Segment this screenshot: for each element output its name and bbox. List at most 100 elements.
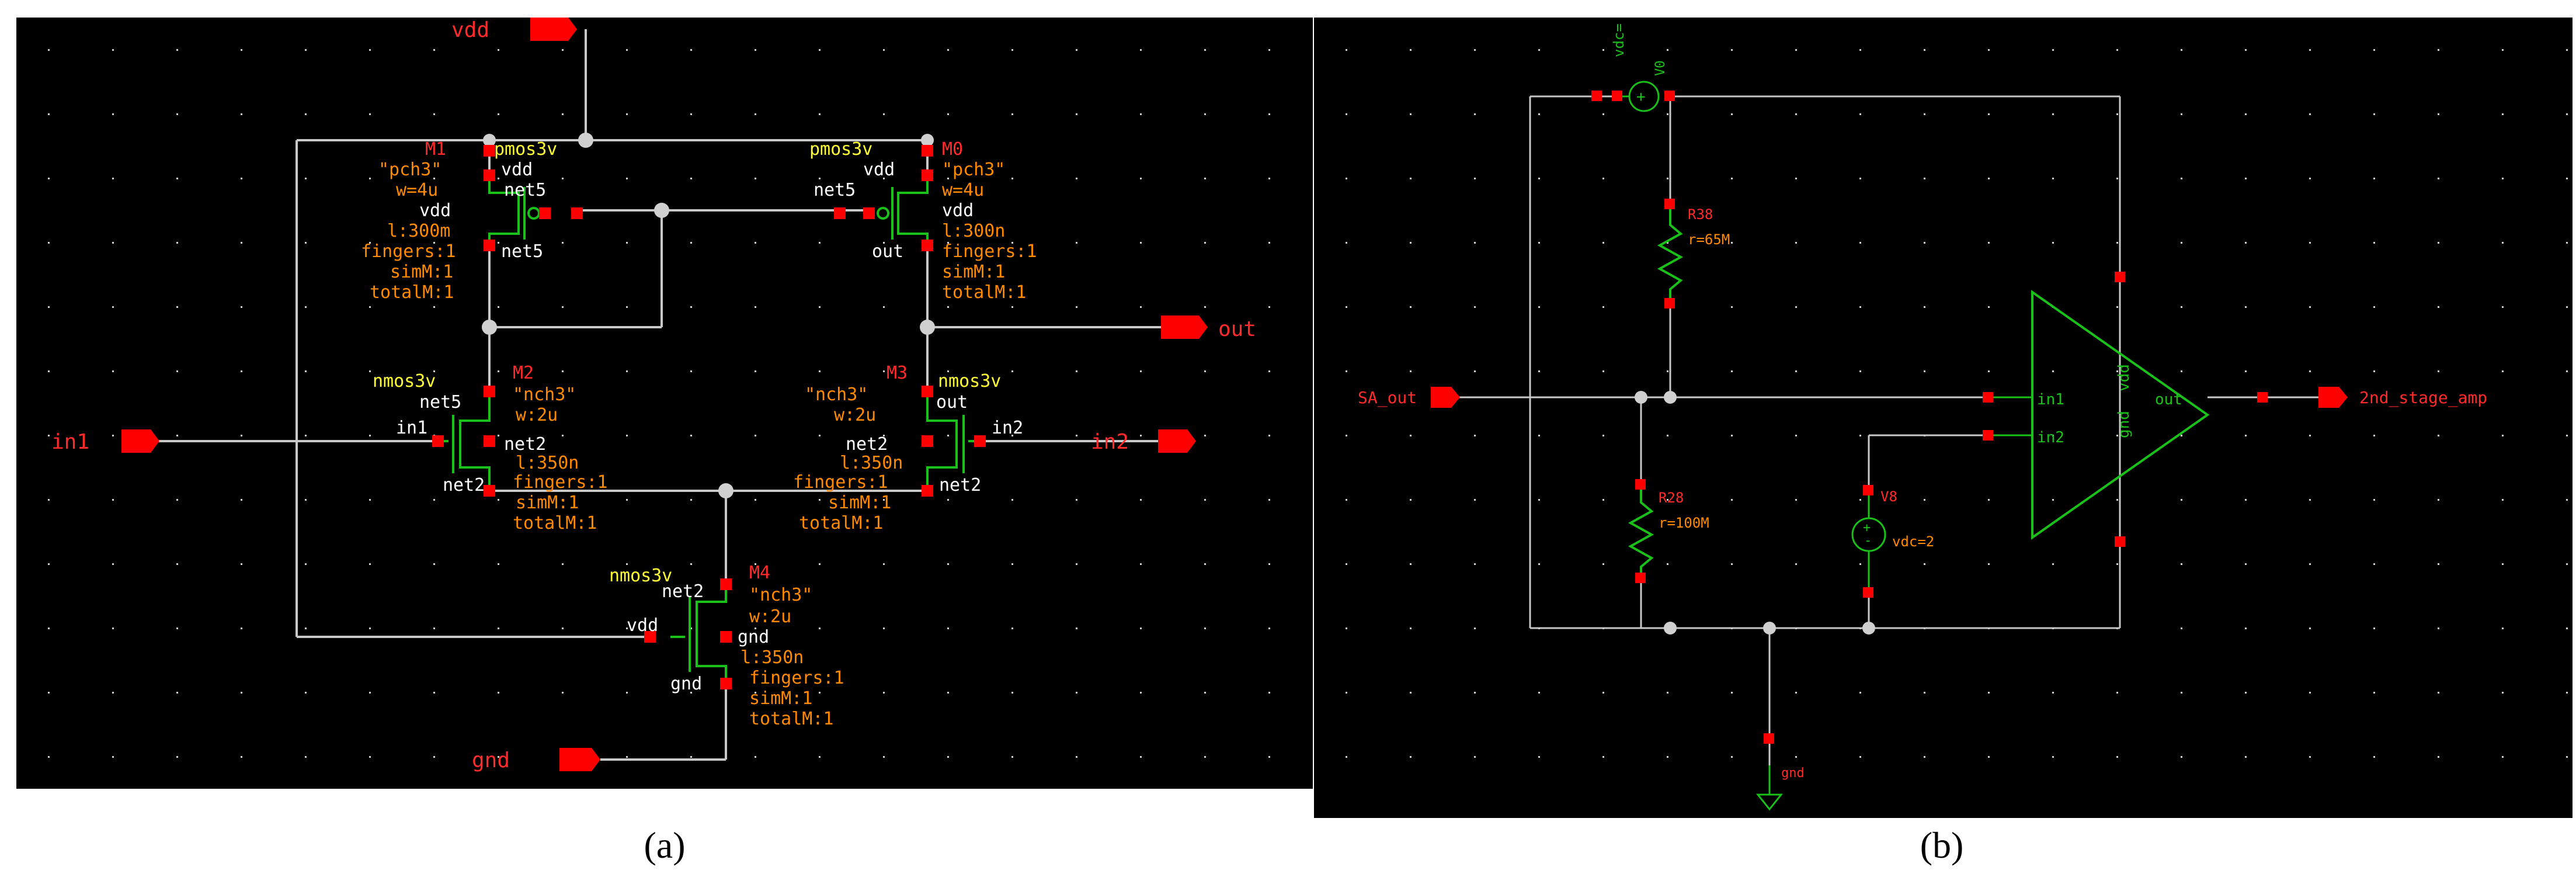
- terminals-b: [1591, 91, 2268, 744]
- top-voltage-source: + vdc= V0: [1611, 23, 1668, 112]
- param-simm: simM:1: [390, 262, 453, 282]
- param-fingers: fingers:1: [749, 668, 844, 688]
- sa-out-pin-label: SA_out: [1358, 388, 1417, 408]
- vdd-pin-label: vdd: [451, 18, 489, 42]
- resistor-value: r=65M: [1688, 231, 1730, 248]
- param-totalm: totalM:1: [942, 282, 1027, 303]
- instance-name: R38: [1688, 206, 1713, 223]
- cell-name: "nch3": [513, 384, 576, 405]
- cell-name: "nch3": [749, 585, 812, 605]
- model-name: nmos3v: [938, 371, 1001, 391]
- net-label: vdd: [863, 160, 895, 180]
- sa-out-pin: SA_out: [1358, 387, 1460, 408]
- instance-name: M1: [425, 139, 446, 160]
- amp-pin-label: out: [2155, 391, 2182, 408]
- instance-name: V0: [1653, 61, 1668, 77]
- instance-name: M2: [513, 363, 534, 383]
- caption-a: (a): [644, 824, 686, 866]
- terminals-a: [432, 145, 986, 689]
- param-w: w:2u: [516, 405, 558, 425]
- cell-name: "pch3": [378, 160, 441, 180]
- schematic-b: + vdc= V0 R38 r=65M R28 r=100M + - V8 vd…: [1314, 18, 2572, 818]
- caption-b: (b): [1920, 824, 1964, 866]
- net-label: gnd: [738, 627, 769, 647]
- in2-pin-label: in2: [1091, 430, 1129, 454]
- net-label: net5: [419, 392, 461, 412]
- svg-text:+: +: [1863, 521, 1871, 535]
- svg-text:+: +: [1636, 88, 1646, 106]
- param-totalm: totalM:1: [513, 513, 597, 533]
- net-label: net2: [939, 475, 981, 495]
- net-label: vdd: [627, 615, 658, 636]
- param-l: l:350n: [516, 453, 579, 473]
- cell-name: "pch3": [942, 160, 1005, 180]
- resistor-symbols: [1628, 204, 1684, 578]
- model-name: pmos3v: [494, 139, 557, 160]
- stage2-pin-label: 2nd_stage_amp: [2359, 388, 2487, 408]
- m2-annotation: nmos3v M2 "nch3" w:2u l:350n fingers:1 s…: [373, 363, 608, 533]
- m0-annotation: pmos3v M0 vdd "pch3" w=4u vdd l:300n fin…: [809, 139, 1037, 303]
- param-l: l:300m: [387, 221, 450, 241]
- source-label: vdc=: [1611, 23, 1627, 57]
- param-l: l:350n: [840, 453, 903, 473]
- amplifier-symbol: in1 in2 out gnd vdd: [1986, 290, 2210, 540]
- out-pin-label: out: [1218, 317, 1256, 341]
- param-fingers: fingers:1: [793, 472, 888, 493]
- param-l: l:350n: [741, 647, 804, 668]
- param-l: l:300n: [942, 221, 1005, 241]
- net-label: in2: [992, 418, 1023, 438]
- net-label: net5: [814, 180, 856, 200]
- param-fingers: fingers:1: [513, 472, 608, 493]
- param-w: w:2u: [749, 606, 791, 627]
- net-label: vdd: [419, 200, 451, 221]
- stage2-pin: 2nd_stage_amp: [2318, 387, 2487, 408]
- net-label: net5: [501, 241, 543, 262]
- param-simm: simM:1: [942, 262, 1005, 282]
- param-fingers: fingers:1: [942, 241, 1037, 262]
- instance-name: M3: [887, 363, 908, 383]
- svg-text:-: -: [1864, 533, 1872, 548]
- amp-pin-label: vdd: [2115, 364, 2133, 391]
- param-totalm: totalM:1: [749, 709, 834, 729]
- instance-name: R28: [1659, 490, 1684, 506]
- instance-name: M0: [942, 139, 963, 160]
- junction-dots-a: [482, 133, 935, 498]
- param-simm: simM:1: [516, 493, 579, 513]
- net-label: in1: [396, 418, 427, 438]
- net-label: vdd: [942, 200, 974, 221]
- net-label: net2: [846, 434, 888, 455]
- gnd-pin-label: gnd: [472, 748, 510, 772]
- vdd-pin: vdd: [451, 18, 577, 42]
- wires-a: [151, 29, 1161, 761]
- param-simm: simM:1: [749, 688, 812, 709]
- model-name: nmos3v: [373, 371, 436, 391]
- in1-pin: in1: [51, 429, 159, 454]
- net-labels-a: net5 net5 net5 out net5 in1 net2 net2 ou…: [396, 180, 1023, 694]
- ground-symbol: gnd: [1755, 765, 1805, 811]
- amp-pin-label: in1: [2037, 391, 2064, 408]
- in2-pin: in2: [1091, 429, 1196, 454]
- cell-name: "nch3": [805, 384, 868, 405]
- net-label: out: [936, 392, 968, 412]
- net-label: vdd: [501, 160, 533, 180]
- schematic-a: vdd out in1 in2 gnd net5 net5 net5 out n…: [16, 18, 1313, 789]
- out-pin: out: [1161, 316, 1256, 341]
- m1-annotation: M1 pmos3v "pch3" vdd w=4u vdd l:300m fin…: [361, 139, 557, 303]
- model-name: pmos3v: [809, 139, 872, 160]
- param-w: w=4u: [396, 180, 438, 200]
- net-label: net2: [443, 475, 485, 495]
- net-label: gnd: [670, 674, 702, 694]
- instance-name: V8: [1880, 488, 1897, 505]
- instance-name: M4: [749, 563, 770, 583]
- model-name: nmos3v: [609, 566, 672, 586]
- net-label: net2: [504, 434, 546, 455]
- param-w: w:2u: [834, 405, 876, 425]
- param-fingers: fingers:1: [361, 241, 456, 262]
- net-label: out: [872, 241, 903, 262]
- m3-annotation: M3 nmos3v "nch3" w:2u l:350n fingers:1 s…: [793, 363, 1001, 533]
- param-simm: simM:1: [828, 493, 891, 513]
- source-value: vdc=2: [1892, 533, 1934, 550]
- net-label: net5: [504, 180, 546, 200]
- gnd-label: gnd: [1781, 766, 1805, 781]
- net-label: net2: [662, 581, 704, 602]
